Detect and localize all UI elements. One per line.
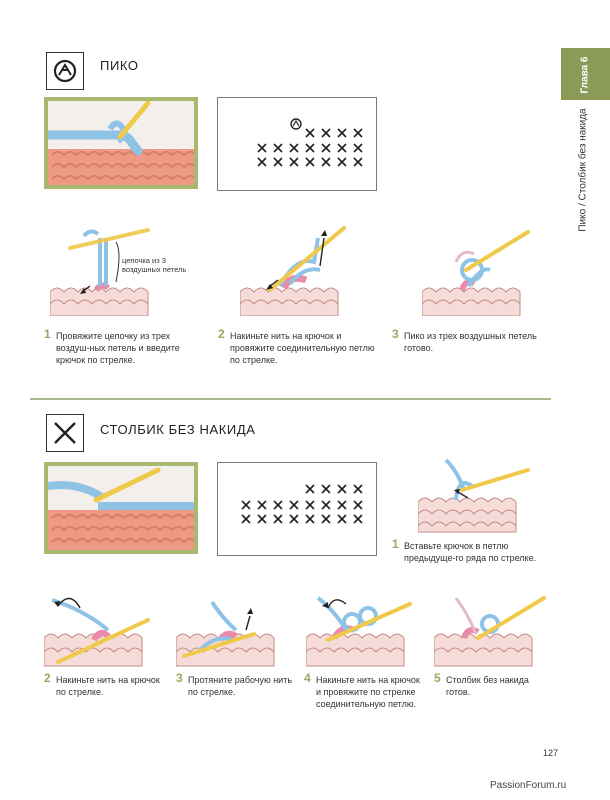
sc-step3-illustration [175,590,276,675]
picot-step-3: 3 Пико из трех воздушных петель готово. [392,327,537,354]
chapter-side-label: Пико / Столбик без накида [577,108,589,232]
step-number: 4 [304,671,311,685]
picot-step3-illustration [421,226,532,321]
picot-symbol-icon [53,59,77,83]
step-text: Накиньте нить на крючок по стрелке. [56,675,160,697]
step-number: 5 [434,671,441,685]
watermark: PassionForum.ru [490,780,567,791]
step-number: 3 [392,327,399,341]
picot-step2-illustration [239,226,350,321]
step-text: Столбик без накида готов. [446,675,529,697]
chapter-tab [561,48,610,100]
picot-photo [44,97,198,189]
sc-symbol-box [46,414,84,452]
picot-symbol-box [46,52,84,90]
step-number: 2 [218,327,225,341]
step-number: 1 [392,537,399,551]
step-text: Пико из трех воздушных петель готово. [404,331,537,353]
sc-step2-illustration [43,590,156,675]
step-text: Провяжите цепочку из трех воздуш-ных пет… [56,331,180,365]
sc-title: СТОЛБИК БЕЗ НАКИДА [100,422,256,437]
picot-title: ПИКО [100,58,139,73]
step-number: 2 [44,671,51,685]
sc-step4-illustration [305,590,416,675]
sc-step-2: 2 Накиньте нить на крючок по стрелке. [44,671,164,698]
picot-diagram [217,97,377,191]
chapter-tab-label: Глава 6 [579,56,591,94]
step-number: 3 [176,671,183,685]
sc-step-4: 4 Накиньте нить на крючок и провяжите по… [304,671,426,710]
picot-step1-illustration [49,226,155,321]
step-text: Накиньте нить на крючок и провяжите соед… [230,331,375,365]
cross-symbol-icon [54,422,76,444]
step-text: Протяните рабочую нить по стрелке. [188,675,293,697]
sc-step-3: 3 Протяните рабочую нить по стрелке. [176,671,296,698]
sc-step5-illustration [433,590,546,675]
picot-chain-note: цепочка из 3 воздушных петель [122,256,187,274]
sc-diagram [217,462,377,556]
step-number: 1 [44,327,51,341]
step-text: Вставьте крючок в петлю предыдуще-го ряд… [404,541,537,563]
step-text: Накиньте нить на крючок и провяжите по с… [316,675,420,709]
sc-step-5: 5 Столбик без накида готов. [434,671,554,698]
page-number: 127 [543,748,559,758]
section-divider [30,398,551,400]
picot-step-1: 1 Провяжите цепочку из трех воздуш-ных п… [44,327,204,366]
sc-step-1: 1 Вставьте крючок в петлю предыдуще-го р… [392,537,542,564]
picot-step-2: 2 Накиньте нить на крючок и провяжите со… [218,327,378,366]
sc-photo [44,462,198,554]
sc-step1-illustration [417,456,530,543]
